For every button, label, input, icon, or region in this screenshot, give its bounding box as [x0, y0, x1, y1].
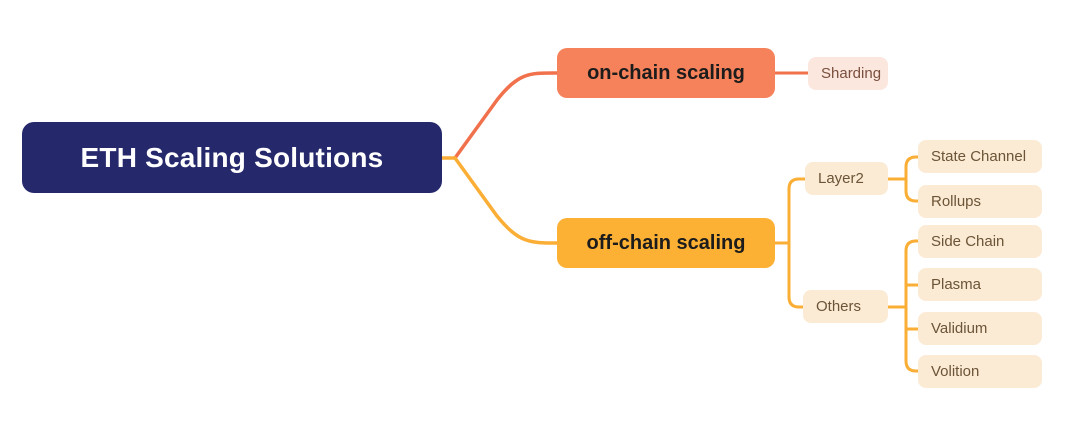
branch-node-others[interactable]: Others: [803, 290, 888, 323]
root-node-label: ETH Scaling Solutions: [80, 141, 384, 173]
connector-others-bracket: [904, 239, 920, 373]
branch-node-on-chain[interactable]: on-chain scaling: [557, 48, 775, 98]
leaf-node-rollups[interactable]: Rollups: [918, 185, 1042, 218]
leaf-node-sharding[interactable]: Sharding: [808, 57, 888, 90]
leaf-node-side-chain-label: Side Chain: [931, 233, 1005, 250]
leaf-node-state-channel-label: State Channel: [931, 148, 1027, 165]
leaf-node-rollups-label: Rollups: [931, 193, 982, 210]
branch-node-off-chain[interactable]: off-chain scaling: [557, 218, 775, 268]
branch-node-layer2-label: Layer2: [818, 170, 864, 187]
branch-node-layer2[interactable]: Layer2: [805, 162, 888, 195]
connector-offchain-bracket: [787, 177, 807, 309]
leaf-node-side-chain[interactable]: Side Chain: [918, 225, 1042, 258]
leaf-node-plasma[interactable]: Plasma: [918, 268, 1042, 301]
connector-layer2-bracket: [904, 155, 920, 203]
leaf-node-volition-label: Volition: [931, 363, 980, 380]
leaf-node-state-channel[interactable]: State Channel: [918, 140, 1042, 173]
leaf-node-validium[interactable]: Validium: [918, 312, 1042, 345]
root-node[interactable]: ETH Scaling Solutions: [22, 122, 442, 193]
leaf-node-volition[interactable]: Volition: [918, 355, 1042, 388]
branch-node-others-label: Others: [816, 298, 862, 315]
branch-node-on-chain-label: on-chain scaling: [587, 61, 745, 84]
connector-root-to-onchain: [453, 71, 559, 160]
leaf-node-sharding-label: Sharding: [821, 65, 882, 82]
branch-node-off-chain-label: off-chain scaling: [586, 231, 746, 254]
leaf-node-plasma-label: Plasma: [931, 276, 982, 293]
connector-root-to-offchain: [453, 156, 559, 245]
leaf-node-validium-label: Validium: [931, 320, 988, 337]
